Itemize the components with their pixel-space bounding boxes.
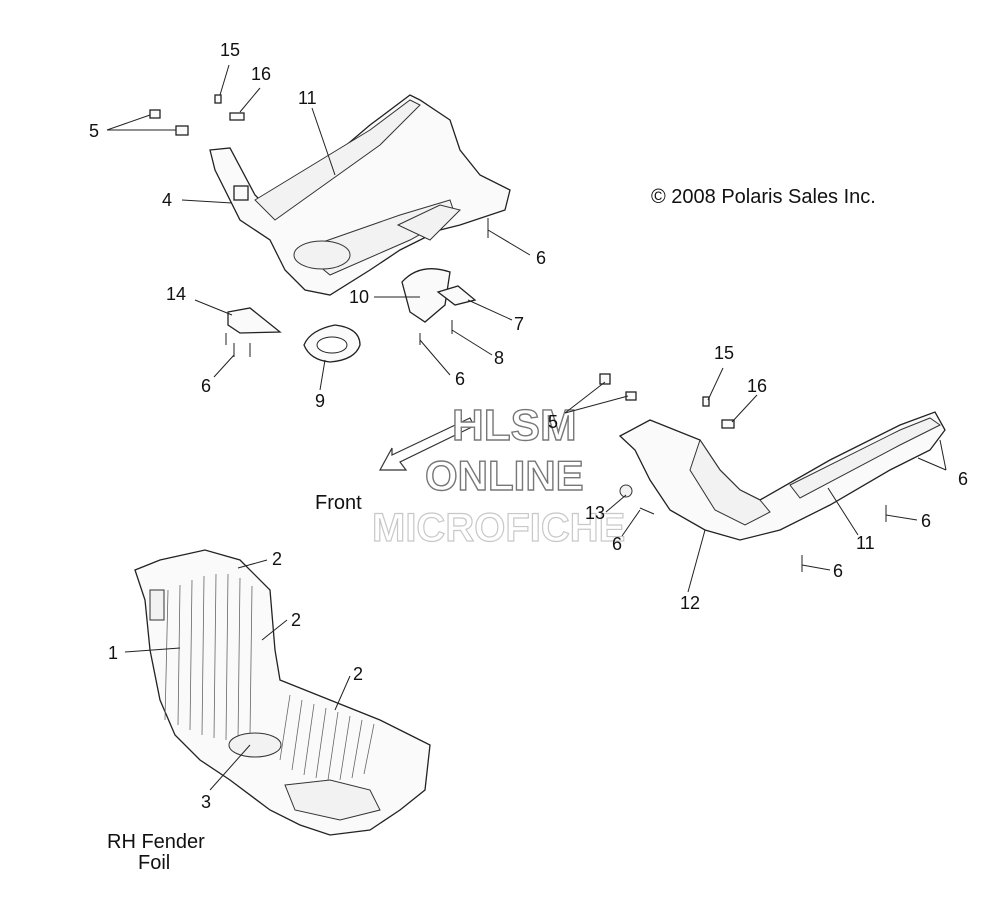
callout-1: 1 <box>108 643 118 663</box>
foil-hatching <box>164 573 375 781</box>
callout-15: 15 <box>220 40 240 60</box>
assembly-caption-line1: RH Fender <box>107 831 205 853</box>
front-direction-arrow <box>378 417 475 471</box>
copyright-text: © 2008 Polaris Sales Inc. <box>651 186 876 208</box>
callout-6: 6 <box>958 469 968 489</box>
callout-14: 14 <box>166 284 186 304</box>
callout-6: 6 <box>536 248 546 268</box>
callout-5: 5 <box>548 412 558 432</box>
callout-11: 11 <box>298 88 317 108</box>
callout-7: 7 <box>514 314 524 334</box>
watermark-line3: MICROFICHE <box>372 506 625 550</box>
callout-2: 2 <box>272 549 282 569</box>
callout-3: 3 <box>201 792 211 812</box>
watermark: HLSM ONLINE MICROFICHE <box>371 400 626 550</box>
callout-6: 6 <box>833 561 843 581</box>
callout-8: 8 <box>494 348 504 368</box>
callout-11: 11 <box>856 533 875 553</box>
callout-12: 12 <box>680 593 700 613</box>
assembly-caption-line2: Foil <box>138 852 170 874</box>
fender-right <box>599 373 946 572</box>
callout-6: 6 <box>612 534 622 554</box>
callout-2: 2 <box>353 664 363 684</box>
callout-5: 5 <box>89 121 99 141</box>
fender-left-upper <box>209 94 511 296</box>
watermark-line1: HLSM <box>452 401 577 450</box>
callout-6: 6 <box>201 376 211 396</box>
callout-labels: 15 16 11 5 4 6 14 10 7 8 6 6 9 15 16 5 6… <box>89 40 968 812</box>
leader-lines <box>106 64 947 791</box>
watermark-line2: ONLINE <box>425 452 584 499</box>
callout-2: 2 <box>291 610 301 630</box>
callout-6: 6 <box>921 511 931 531</box>
callout-10: 10 <box>349 287 369 307</box>
callout-16: 16 <box>251 64 271 84</box>
fender-foil-lower <box>134 549 431 836</box>
callout-16: 16 <box>747 376 767 396</box>
hardware-upper-left <box>149 94 489 363</box>
callout-13: 13 <box>585 503 605 523</box>
callout-15: 15 <box>714 343 734 363</box>
callout-9: 9 <box>315 391 325 411</box>
front-label: Front <box>315 492 362 514</box>
callout-4: 4 <box>162 190 172 210</box>
callout-6: 6 <box>455 369 465 389</box>
